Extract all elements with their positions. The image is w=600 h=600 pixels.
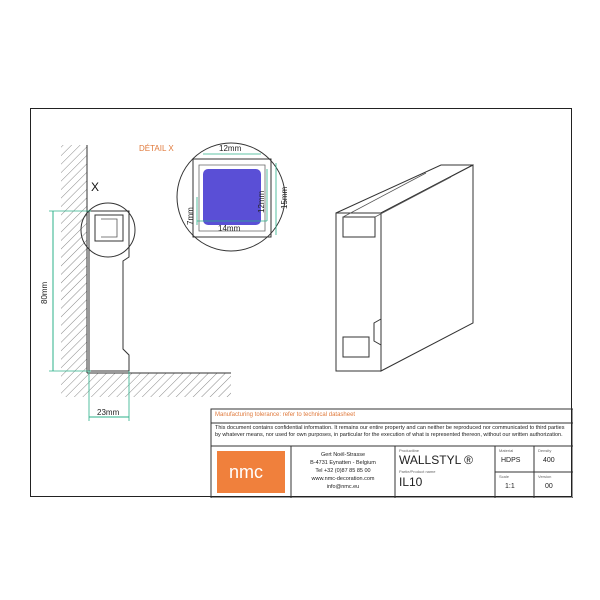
dim-total-height: 80mm (40, 281, 49, 304)
address-line-2: B-4731 Eynatten - Belgium (310, 460, 376, 466)
iso-channel-depth (342, 172, 452, 218)
detail-label: DÉTAIL X (139, 144, 174, 153)
technical-drawing: X 80mm 23mm DÉTAIL X 12mm 14mm 7mm 12mm … (40, 142, 573, 498)
drawing-sheet: X 80mm 23mm DÉTAIL X 12mm 14mm 7mm 12mm … (30, 108, 573, 498)
address-line-4: www.nmc-decoration.com (311, 476, 375, 482)
material-value: HDPS (501, 457, 521, 464)
led-insert (203, 169, 261, 225)
confidential-note: This document contains confidential info… (215, 425, 565, 438)
title-block-frame (210, 408, 573, 498)
address-line-1: Gert Noël-Strasse (320, 452, 365, 458)
address-line-3: Tel +32 (0)87 85 85 00 (315, 468, 371, 474)
logo-box (217, 451, 285, 493)
tolerance-note: Manufacturing tolerance: refer to techni… (215, 412, 356, 418)
density-value: 400 (543, 457, 555, 464)
profile-inner-line (101, 218, 118, 238)
floor-hatch (61, 373, 231, 397)
dim-inner-height: 12mm (257, 190, 266, 213)
profile-side-view (88, 210, 130, 372)
detail-profile-inner (198, 164, 266, 232)
scale-caption: Scale (499, 474, 510, 479)
dim-depth: 23mm (97, 408, 120, 417)
detail-circle (176, 142, 286, 252)
detail-callout-circle (80, 202, 136, 258)
density-caption: Density (538, 448, 552, 453)
product-caption: Productline (399, 448, 420, 453)
dim-outer-height: 15mm (280, 186, 289, 209)
dim-bottom-width: 14mm (218, 224, 241, 233)
iso-recess (342, 336, 370, 358)
version-caption: Version (538, 474, 552, 479)
product-name: WALLSTYL ® (399, 453, 473, 467)
dim-top-width: 12mm (219, 144, 242, 153)
address-block: Gert Noël-Strasse B-4731 Eynatten - Belg… (293, 451, 393, 491)
material-caption: Material (499, 448, 514, 453)
logo-text: nmc (229, 462, 263, 482)
dim-left-height: 7mm (186, 207, 195, 225)
callout-label: X (91, 180, 99, 194)
profile-channel (94, 214, 124, 242)
scale-value: 1:1 (505, 483, 515, 490)
iso-channel (342, 216, 376, 238)
part-name: IL10 (399, 475, 423, 489)
version-value: 00 (545, 483, 553, 490)
part-caption: Partie/Product name (399, 469, 436, 474)
iso-side-face (380, 164, 474, 372)
address-line-5: info@nmc.eu (326, 484, 360, 490)
wall-hatch (61, 145, 87, 373)
detail-profile-outline (192, 158, 272, 238)
